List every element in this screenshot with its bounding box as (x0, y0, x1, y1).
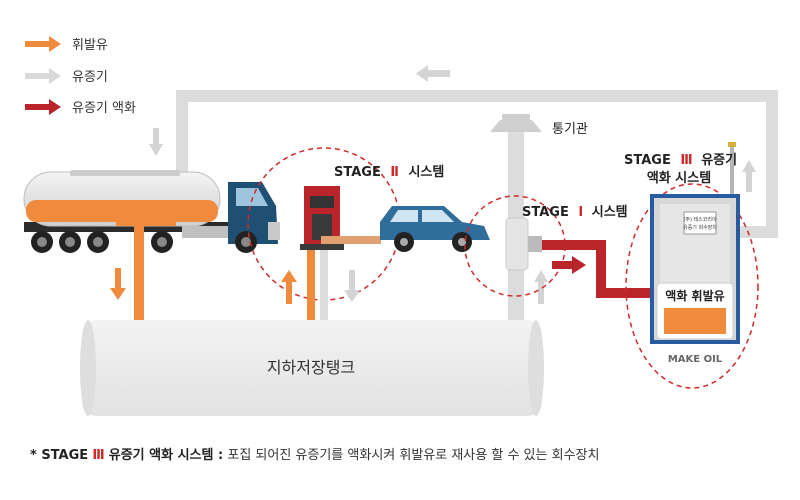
underground-tank-label: 지하저장탱크 (267, 358, 355, 377)
vapor-flow-arrow-up-vent (534, 270, 548, 304)
dispenser-pipes (307, 236, 381, 320)
stage2-suffix: 시스템 (408, 165, 444, 180)
svg-text:STAGE Ⅲ 유증기: STAGE Ⅲ 유증기 (624, 153, 737, 168)
stage1-label: STAGE Ⅰ 시스템 (522, 205, 628, 220)
stage1-roman: Ⅰ (578, 205, 583, 220)
stage3-label: STAGE Ⅲ 유증기 액화 시스템 (624, 153, 737, 186)
stage3-prefix: STAGE (624, 153, 671, 168)
footnote-prefix: * STAGE (30, 448, 89, 463)
vapor-flow-arrow-left (416, 65, 450, 82)
stage3-line2: 액화 시스템 (647, 170, 711, 186)
vent-pipe-label: 통기관 (552, 122, 588, 137)
svg-text:STAGE Ⅰ 시스템: STAGE Ⅰ 시스템 (522, 205, 628, 220)
unit-plate-line2: 유증기 회수장치 (683, 224, 717, 231)
vapor-flow-arrow-down-dispenser (344, 270, 360, 302)
stage3-roman: Ⅲ (680, 153, 692, 168)
legend-label-gasoline: 휘발유 (72, 38, 108, 53)
footnote-roman: Ⅲ (92, 448, 105, 463)
underground-tank: 지하저장탱크 (80, 320, 544, 416)
gasoline-flow-arrow-down (110, 268, 126, 300)
tanker-wheels (31, 231, 257, 253)
svg-text:STAGE Ⅱ 시스템: STAGE Ⅱ 시스템 (334, 165, 444, 180)
stage2-prefix: STAGE (334, 165, 381, 180)
stage3-dashed-ellipse (625, 183, 759, 389)
legend-item-liquefied: 유증기 액화 (25, 99, 136, 116)
legend: 휘발유 유증기 유증기 액화 (25, 36, 136, 116)
unit-plate-line1: (주) 테스코리아 (683, 216, 716, 223)
liquefied-flow-arrow-right (552, 256, 586, 274)
stage1-vapor-device (505, 217, 542, 271)
stage2-label: STAGE Ⅱ 시스템 (334, 165, 444, 180)
footnote-title: 유증기 액화 시스템 : (108, 448, 224, 463)
vapor-return-pipe (176, 90, 778, 238)
stage1-prefix: STAGE (522, 205, 569, 220)
tanker-truck (23, 170, 280, 253)
legend-item-vapor: 유증기 (25, 68, 108, 85)
make-oil-label: MAKE OIL (668, 354, 723, 365)
stage1-suffix: 시스템 (592, 205, 628, 220)
car (380, 206, 490, 252)
footnote-description: 포집 되어진 유증기를 액화시켜 휘발유로 재사용 할 수 있는 회수장치 (227, 448, 600, 463)
legend-label-liquefied: 유증기 액화 (72, 101, 136, 116)
vapor-flow-arrow-up-unit (742, 160, 756, 192)
stage3-line1-suffix: 유증기 (701, 153, 737, 168)
tanker-fill-pipe (116, 218, 176, 320)
liquefied-vapor-pipe (542, 240, 660, 298)
vapor-flow-arrow-down-tanker (149, 128, 163, 156)
legend-item-gasoline: 휘발유 (25, 36, 108, 53)
stage2-roman: Ⅱ (390, 165, 399, 180)
footnote: * STAGE Ⅲ 유증기 액화 시스템 : 포집 되어진 유증기를 액화시켜 … (30, 444, 790, 463)
stage3-unit: (주) 테스코리아 유증기 회수장치 액화 휘발유 MAKE OIL (650, 142, 740, 365)
unit-box-label: 액화 휘발유 (665, 288, 724, 303)
gasoline-flow-arrow-up (281, 270, 297, 304)
legend-label-vapor: 유증기 (72, 70, 108, 85)
